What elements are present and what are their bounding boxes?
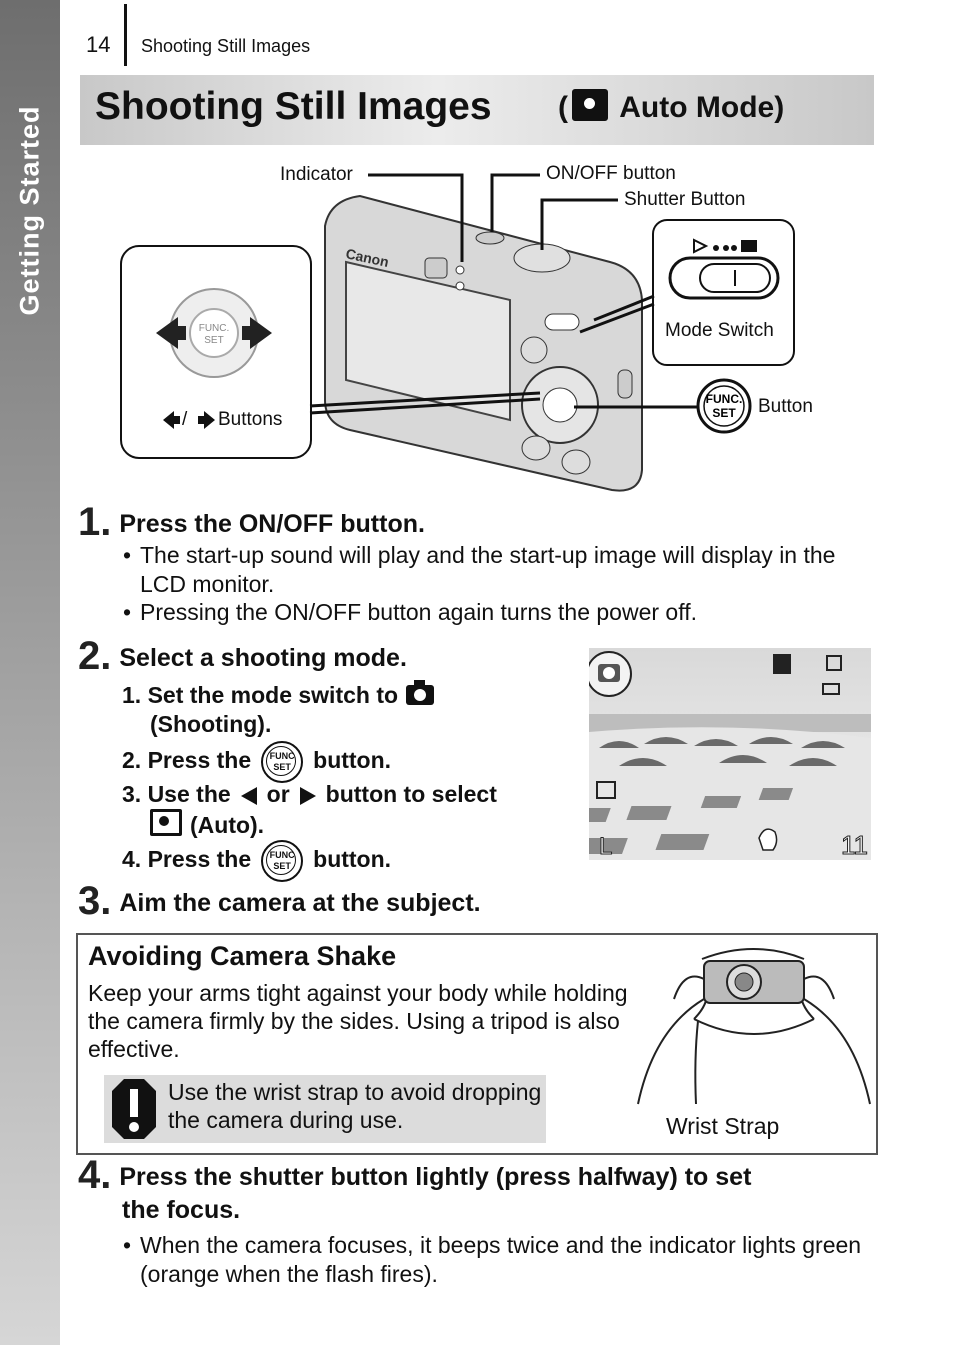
substep-3-tail: button to select: [325, 781, 497, 807]
step-2: 2.Select a shooting mode.: [78, 634, 407, 679]
left-arrow-icon: [240, 786, 257, 805]
sidebar-tab: Getting Started: [0, 0, 60, 1345]
set-text: SET: [712, 406, 736, 420]
func-button-label: Button: [758, 396, 813, 417]
step-1-bullet-1: • The start-up sound will play and the st…: [123, 541, 880, 599]
step-3-number: 3.: [78, 879, 112, 923]
battery-icon: [822, 683, 840, 695]
step-4-text: Press the shutter button lightly (press …: [119, 1163, 752, 1191]
caution-text: Use the wrist strap to avoid dropping th…: [168, 1079, 542, 1133]
title-bar: Shooting Still Images ( Auto Mode): [80, 75, 874, 145]
right-arrow-icon: [299, 786, 316, 805]
func-set-icon: [261, 840, 304, 882]
step-1-bullet-2: • Pressing the ON/OFF button again turns …: [123, 598, 880, 627]
camera-body: Canon: [324, 194, 643, 492]
substep-1-cont: (Shooting).: [150, 711, 272, 737]
shake-box-title: Avoiding Camera Shake: [88, 941, 397, 971]
bullet-mark: •: [123, 599, 132, 625]
step-4: 4.Press the shutter button lightly (pres…: [78, 1153, 751, 1198]
substep-3-text: 3. Use the: [122, 781, 231, 807]
shots-remaining: 11: [841, 830, 868, 860]
substep-2: 2. Press the button.: [122, 741, 391, 783]
beach-scene: L 11: [589, 648, 871, 860]
af-frame-icon: [826, 655, 842, 671]
substep-2-text: 2. Press the: [122, 747, 252, 774]
substep-3-cont: (Auto).: [150, 809, 264, 840]
bullet-text: Pressing the ON/OFF button again turns t…: [140, 599, 697, 625]
step-1: 1.Press the ON/OFF button.: [78, 500, 425, 545]
lcd-screen-outline: [345, 260, 511, 422]
func-set-button-icon: FUNC. SET: [696, 378, 752, 434]
substep-3-or: or: [266, 781, 290, 807]
wrist-strap-label: Wrist Strap: [666, 1113, 780, 1139]
step-4-cont: the focus.: [122, 1196, 241, 1224]
camera-diagram: FUNC. SET Canon FUNC. SET: [120, 173, 795, 492]
substep-1-text: 1. Set the mode switch to: [122, 682, 399, 708]
iso-icon: [773, 654, 791, 674]
title-mode: ( Auto Mode): [558, 89, 784, 125]
substep-1: 1. Set the mode switch to: [122, 680, 442, 710]
step-3-text: Aim the camera at the subject.: [119, 889, 481, 917]
controller-dial-icon: FUNC. SET: [156, 288, 272, 378]
right-arrow-small-icon: [198, 411, 215, 429]
shutter-label: Shutter Button: [624, 189, 746, 210]
func-text: FUNC.: [706, 392, 743, 406]
on-off-button: [475, 231, 505, 245]
lcd-screen-image: L 11: [589, 648, 871, 860]
substep-4: 4. Press the button.: [122, 840, 391, 882]
step-4-bullet-1: • When the camera focuses, it beeps twice…: [123, 1231, 880, 1289]
caution-icon: [112, 1079, 156, 1139]
step-3: 3.Aim the camera at the subject.: [78, 879, 481, 924]
substep-2-tail: button.: [313, 747, 392, 774]
running-header: Shooting Still Images: [141, 36, 311, 56]
step-2-text: Select a shooting mode.: [119, 644, 407, 672]
right-arrow-icon: [242, 317, 272, 349]
page-title: Shooting Still Images: [95, 85, 492, 128]
camera-shake-box: Avoiding Camera Shake Keep your arms tig…: [76, 933, 878, 1155]
image-size-text: L: [599, 833, 612, 860]
dial-func-text: FUNC.: [199, 323, 230, 334]
caution-note: Use the wrist strap to avoid dropping th…: [104, 1075, 546, 1143]
bullet-text: The start-up sound will play and the sta…: [140, 542, 836, 597]
title-mode-text: Auto Mode): [619, 91, 785, 124]
substep-4-text: 4. Press the: [122, 846, 252, 873]
func-set-icon: [261, 741, 304, 783]
on-off-label: ON/OFF button: [546, 163, 676, 184]
substep-3-auto: (Auto).: [190, 812, 265, 838]
arrow-buttons-label: Buttons: [218, 409, 283, 430]
shake-box-body: Keep your arms tight against your body w…: [88, 980, 628, 1062]
title-open-paren: (: [558, 91, 568, 124]
camera-mode-icon: [741, 240, 757, 252]
left-arrow-small-icon: [163, 411, 180, 429]
bullet-mark: •: [123, 542, 132, 568]
mode-switch-label: Mode Switch: [665, 320, 774, 341]
left-arrow-icon: [156, 317, 186, 349]
camera-shake-icon: [758, 828, 778, 851]
substep-3: 3. Use the or button to select: [122, 779, 497, 809]
step-1-number: 1.: [78, 500, 112, 544]
header-divider: [124, 4, 127, 66]
arrow-sep-label: /: [182, 409, 188, 430]
bullet-text: When the camera focuses, it beeps twice …: [140, 1232, 862, 1287]
step-4-number: 4.: [78, 1153, 112, 1197]
auto-mode-icon: [572, 89, 608, 121]
playback-icon: [693, 238, 709, 254]
substep-4-tail: button.: [313, 846, 392, 873]
bullet-mark: •: [123, 1232, 132, 1258]
page-number: 14: [86, 32, 111, 57]
step-1-text: Press the ON/OFF button.: [119, 510, 425, 538]
dial-set-text: SET: [204, 335, 223, 346]
holding-camera-illustration: [637, 948, 871, 1105]
indicator-label: Indicator: [280, 164, 353, 185]
auto-mode-icon: [150, 809, 182, 836]
step-2-number: 2.: [78, 634, 112, 678]
leader-lines: [309, 173, 698, 415]
shooting-camera-icon: [406, 680, 435, 705]
